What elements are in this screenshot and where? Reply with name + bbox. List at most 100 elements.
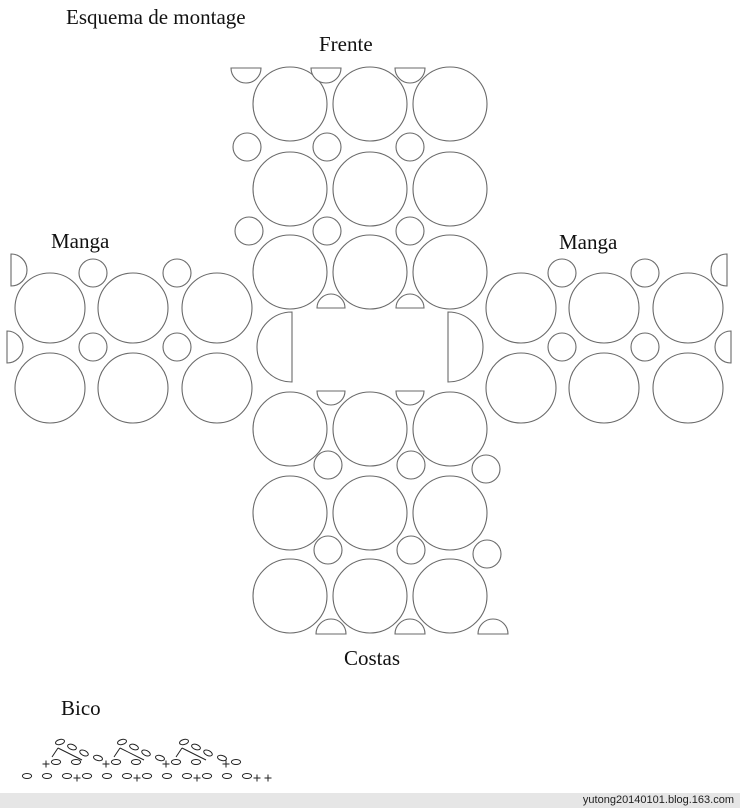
sleeve-left-small-circle <box>78 332 108 362</box>
back-small-circle <box>471 454 501 484</box>
edging-picot-chain <box>79 749 89 757</box>
back-motif-circle <box>412 475 488 551</box>
edging-chain-stitch <box>161 773 173 779</box>
back-panel <box>252 390 509 635</box>
edging-double-crochet <box>57 747 83 761</box>
back-top-half-motif <box>395 390 425 406</box>
label-front: Frente <box>319 32 373 56</box>
front-motif-circle <box>412 234 488 310</box>
front-motif-circle <box>412 151 488 227</box>
front-motif-circle <box>252 234 328 310</box>
front-small-circle <box>312 132 342 162</box>
edging-picot-chain <box>217 754 227 762</box>
sleeve-right-motif-circle <box>568 352 640 424</box>
sleeve-left-motif-circle <box>181 272 253 344</box>
front-panel <box>230 66 488 310</box>
edging-chain-stitch <box>221 773 233 779</box>
back-small-circle <box>396 535 426 565</box>
sleeve-right-panel <box>485 253 732 424</box>
edging-chain-stitch <box>170 759 182 765</box>
sleeve-right-motif-circle <box>568 272 640 344</box>
back-top-half-motif <box>316 390 346 406</box>
front-bottom-half-motif <box>395 293 425 309</box>
edging-chain-stitch <box>41 773 53 779</box>
back-motif-circle <box>412 558 488 634</box>
edging-chain-stitch <box>181 773 193 779</box>
front-bottom-half-motif <box>316 293 346 309</box>
back-small-circle <box>396 450 426 480</box>
sleeve-left-motif-circle <box>97 272 169 344</box>
back-motif-circle <box>252 558 328 634</box>
front-small-circle <box>312 216 342 246</box>
back-motif-circle <box>332 558 408 634</box>
label-sleeve-left: Manga <box>51 229 110 253</box>
front-top-half-motif <box>394 67 426 84</box>
edging-double-crochet <box>51 747 59 758</box>
edging-picot-chain <box>203 749 213 757</box>
edging-picot-chain <box>93 754 103 762</box>
sleeve-left-edge-half-motif <box>10 253 28 287</box>
back-small-circle <box>313 450 343 480</box>
edging-single-crochet <box>102 760 110 768</box>
sleeve-left-motif-circle <box>181 352 253 424</box>
edging-chain-stitch <box>130 759 142 765</box>
front-small-circle <box>234 216 264 246</box>
sleeve-right-edge-half-motif <box>714 330 732 364</box>
sleeve-left-motif-circle <box>14 272 86 344</box>
edging-double-crochet <box>175 747 183 758</box>
edging-double-crochet <box>181 747 207 761</box>
sleeve-right-motif-circle <box>652 272 724 344</box>
edging-chain-stitch <box>141 773 153 779</box>
sleeve-right-motif-circle <box>652 352 724 424</box>
front-small-circle <box>395 132 425 162</box>
front-motif-circle <box>332 151 408 227</box>
label-edging: Bico <box>61 696 101 720</box>
sleeve-left-small-circle <box>78 258 108 288</box>
front-motif-circle <box>252 151 328 227</box>
front-top-half-motif <box>230 67 262 84</box>
edging-picot-chain <box>67 743 77 751</box>
edging-single-crochet <box>253 774 261 782</box>
sleeve-left-edge-half-motif <box>6 330 24 364</box>
front-motif-circle <box>252 66 328 142</box>
sleeve-right-motif-circle <box>485 272 557 344</box>
edging-chain-stitch <box>81 773 93 779</box>
back-small-circle <box>472 539 502 569</box>
edging-single-crochet <box>42 760 50 768</box>
front-motif-circle <box>332 234 408 310</box>
sleeve-right-motif-circle <box>485 352 557 424</box>
edging-chain-stitch <box>230 759 242 765</box>
edging-single-crochet <box>193 774 201 782</box>
footer-watermark: yutong20140101.blog.163.com <box>582 794 734 806</box>
sleeve-left-small-circle <box>162 332 192 362</box>
edging-chain-stitch <box>61 773 73 779</box>
edging-chain-stitch <box>110 759 122 765</box>
back-motif-circle <box>412 391 488 467</box>
sleeve-left-motif-circle <box>14 352 86 424</box>
edging-picot-chain <box>129 743 139 751</box>
edging-stitch-chart <box>21 738 272 782</box>
edging-picot-chain <box>117 738 127 746</box>
sleeve-right-edge-half-motif <box>710 253 728 287</box>
edging-single-crochet <box>162 760 170 768</box>
sleeve-left-motif-circle <box>97 352 169 424</box>
edging-chain-stitch <box>70 759 82 765</box>
edging-chain-stitch <box>190 759 202 765</box>
edging-single-crochet <box>222 760 230 768</box>
sleeve-right-small-circle <box>547 332 577 362</box>
armhole-join-right-half-motif <box>447 311 484 383</box>
edging-chain-stitch <box>121 773 133 779</box>
back-motif-circle <box>252 391 328 467</box>
edging-chain-stitch <box>21 773 33 779</box>
sleeve-right-small-circle <box>630 332 660 362</box>
back-bottom-half-motif <box>394 618 426 635</box>
edging-double-crochet <box>119 747 145 761</box>
edging-chain-stitch <box>101 773 113 779</box>
edging-double-crochet <box>113 747 121 758</box>
sleeve-right-small-circle <box>547 258 577 288</box>
back-motif-circle <box>252 475 328 551</box>
edging-picot-chain <box>141 749 151 757</box>
edging-chain-stitch <box>201 773 213 779</box>
sleeve-right-small-circle <box>630 258 660 288</box>
